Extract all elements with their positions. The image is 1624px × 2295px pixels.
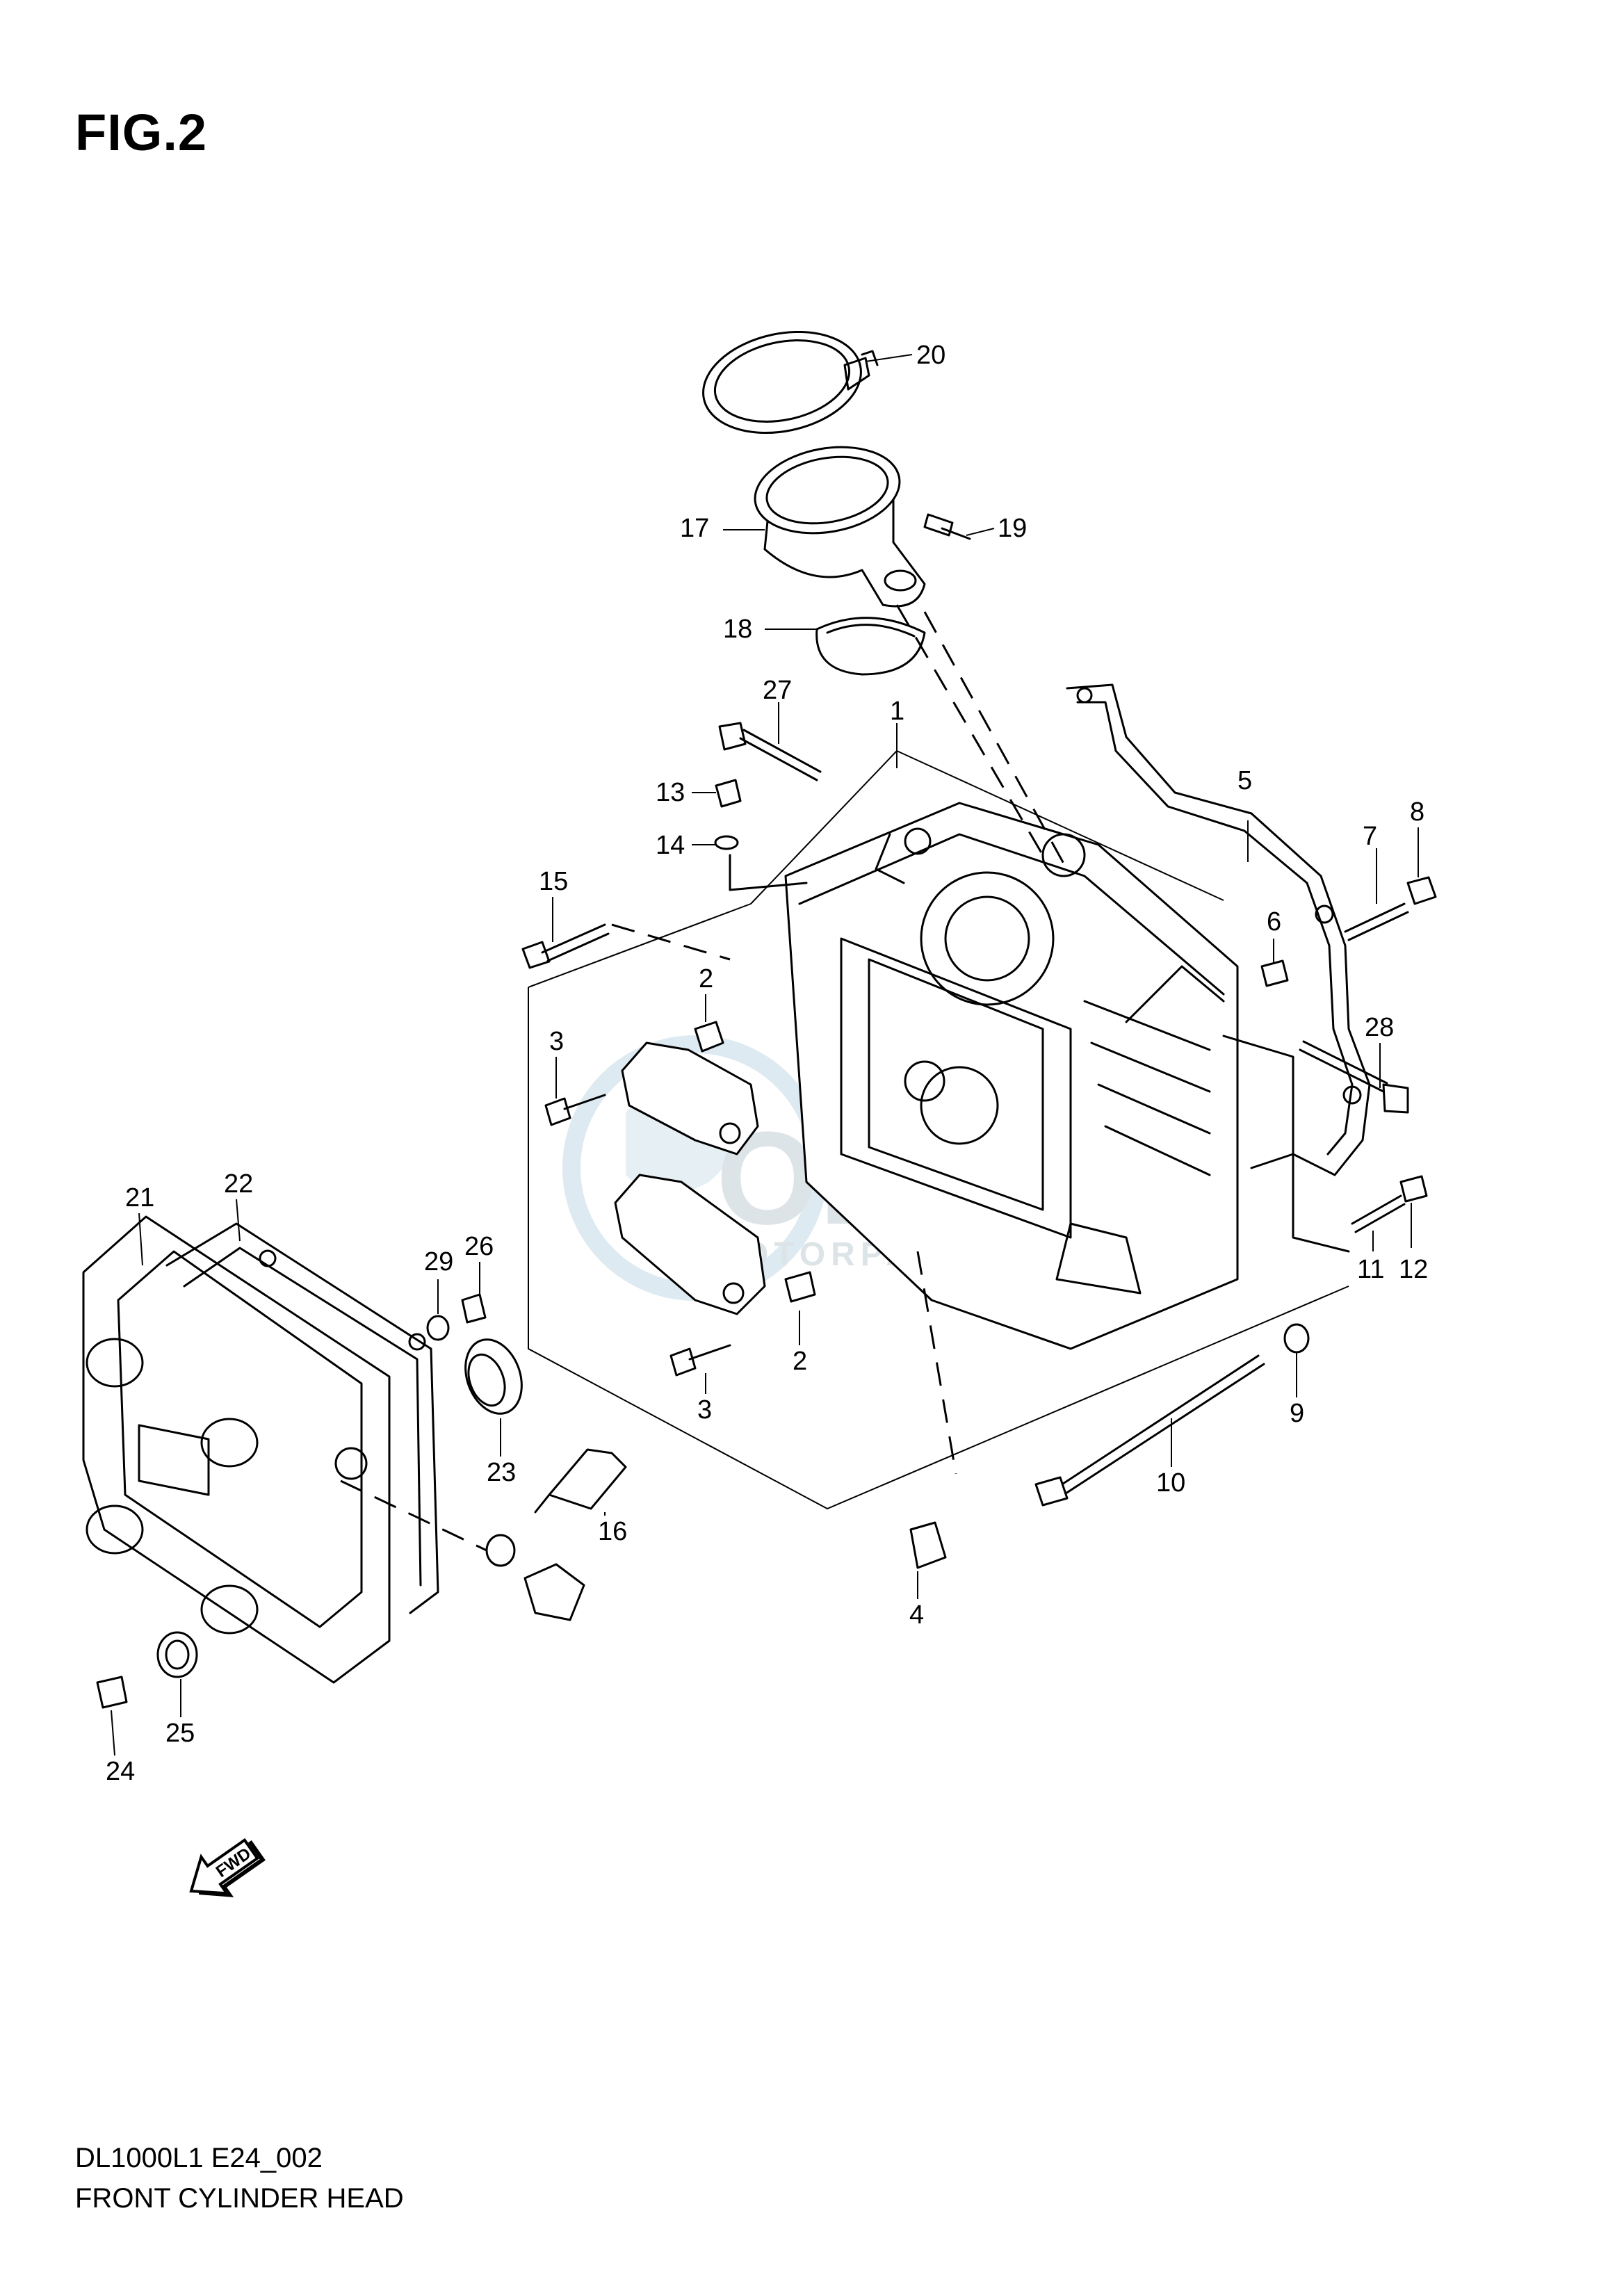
pin-26 xyxy=(461,1293,487,1324)
callout-24: 24 xyxy=(106,1757,135,1786)
washer-29 xyxy=(426,1315,450,1341)
washer-9 xyxy=(1283,1323,1310,1354)
assembly-lines xyxy=(340,604,1350,1552)
dowel-4 xyxy=(909,1521,947,1569)
callout-26: 26 xyxy=(464,1232,494,1261)
callout-20: 20 xyxy=(916,341,945,370)
callout-10: 10 xyxy=(1156,1468,1185,1498)
intake-pipe-assembly xyxy=(702,330,971,676)
washer-14 xyxy=(714,835,739,850)
callout-22: 22 xyxy=(224,1169,253,1199)
callout-28: 28 xyxy=(1365,1013,1394,1042)
callout-8: 8 xyxy=(1410,797,1424,827)
bolt-13 xyxy=(715,779,742,808)
callout-29: 29 xyxy=(424,1247,453,1276)
callout-numbers: 20 17 19 18 27 1 5 8 7 6 13 14 15 2 3 28… xyxy=(106,341,1428,1786)
intake-o-ring xyxy=(815,617,926,676)
nut-8 xyxy=(1406,876,1437,905)
leader-lines xyxy=(111,354,1419,1756)
callout-3-lower: 3 xyxy=(697,1395,712,1425)
cylinder-head-gasket xyxy=(1066,683,1371,1176)
dowel-pin-top xyxy=(694,1021,724,1053)
stud-11 xyxy=(1351,1194,1406,1233)
bolt-10 xyxy=(1055,1354,1265,1496)
stud-7 xyxy=(1344,902,1409,941)
callout-18: 18 xyxy=(723,615,752,644)
callout-23: 23 xyxy=(487,1458,516,1487)
dowel-6 xyxy=(1260,959,1289,987)
nut-12 xyxy=(1399,1175,1428,1203)
cylinder-head-cover xyxy=(82,1215,439,1684)
cylinder-head xyxy=(784,802,1239,1350)
fwd-arrow-icon: FWD xyxy=(189,1838,266,1897)
callout-14: 14 xyxy=(656,831,685,860)
diagram-code: DL1000L1 E24_002 xyxy=(75,2143,323,2173)
callout-25: 25 xyxy=(165,1719,195,1748)
cylinder-head-outline-box xyxy=(528,750,1349,1510)
bolt-3-lower xyxy=(669,1347,697,1377)
figure-title: FIG.2 xyxy=(75,104,208,161)
bolt-3-upper xyxy=(544,1097,571,1126)
callout-21: 21 xyxy=(125,1183,154,1213)
callout-2-upper: 2 xyxy=(699,964,713,994)
callout-4: 4 xyxy=(909,1600,924,1630)
oil-seal-23 xyxy=(464,1338,523,1415)
callout-3-upper: 3 xyxy=(549,1027,564,1056)
diagram-footer: DL1000L1 E24_002 FRONT CYLINDER HEAD xyxy=(75,2138,404,2219)
intake-clamp xyxy=(702,330,862,435)
grommet-25 xyxy=(156,1631,198,1678)
callout-19: 19 xyxy=(998,514,1027,543)
callout-1: 1 xyxy=(890,697,904,726)
callout-11: 11 xyxy=(1357,1255,1384,1284)
diagram-caption: FRONT CYLINDER HEAD xyxy=(75,2183,404,2214)
callout-15: 15 xyxy=(539,867,568,896)
callout-5: 5 xyxy=(1237,766,1252,795)
circlip xyxy=(485,1534,516,1567)
hardware-parts xyxy=(96,722,1437,1709)
bolt-24 xyxy=(96,1676,128,1709)
callout-9: 9 xyxy=(1290,1399,1304,1428)
callout-27: 27 xyxy=(763,676,792,705)
dowel-pin-bottom xyxy=(784,1271,816,1303)
callout-12: 12 xyxy=(1399,1255,1428,1284)
bolt-15 xyxy=(521,941,551,969)
bolt-28 xyxy=(1299,1040,1388,1093)
callout-2-lower: 2 xyxy=(793,1347,807,1376)
callout-6: 6 xyxy=(1267,907,1281,936)
callout-7: 7 xyxy=(1363,822,1377,851)
camshaft-holders xyxy=(614,1021,816,1315)
intake-screw xyxy=(923,513,954,537)
callout-13: 13 xyxy=(656,778,685,807)
bolt-27 xyxy=(718,722,747,751)
callout-17: 17 xyxy=(680,514,709,543)
callout-16: 16 xyxy=(598,1517,627,1546)
plug-cap xyxy=(523,1563,585,1621)
spark-plug-16 xyxy=(548,1448,627,1510)
